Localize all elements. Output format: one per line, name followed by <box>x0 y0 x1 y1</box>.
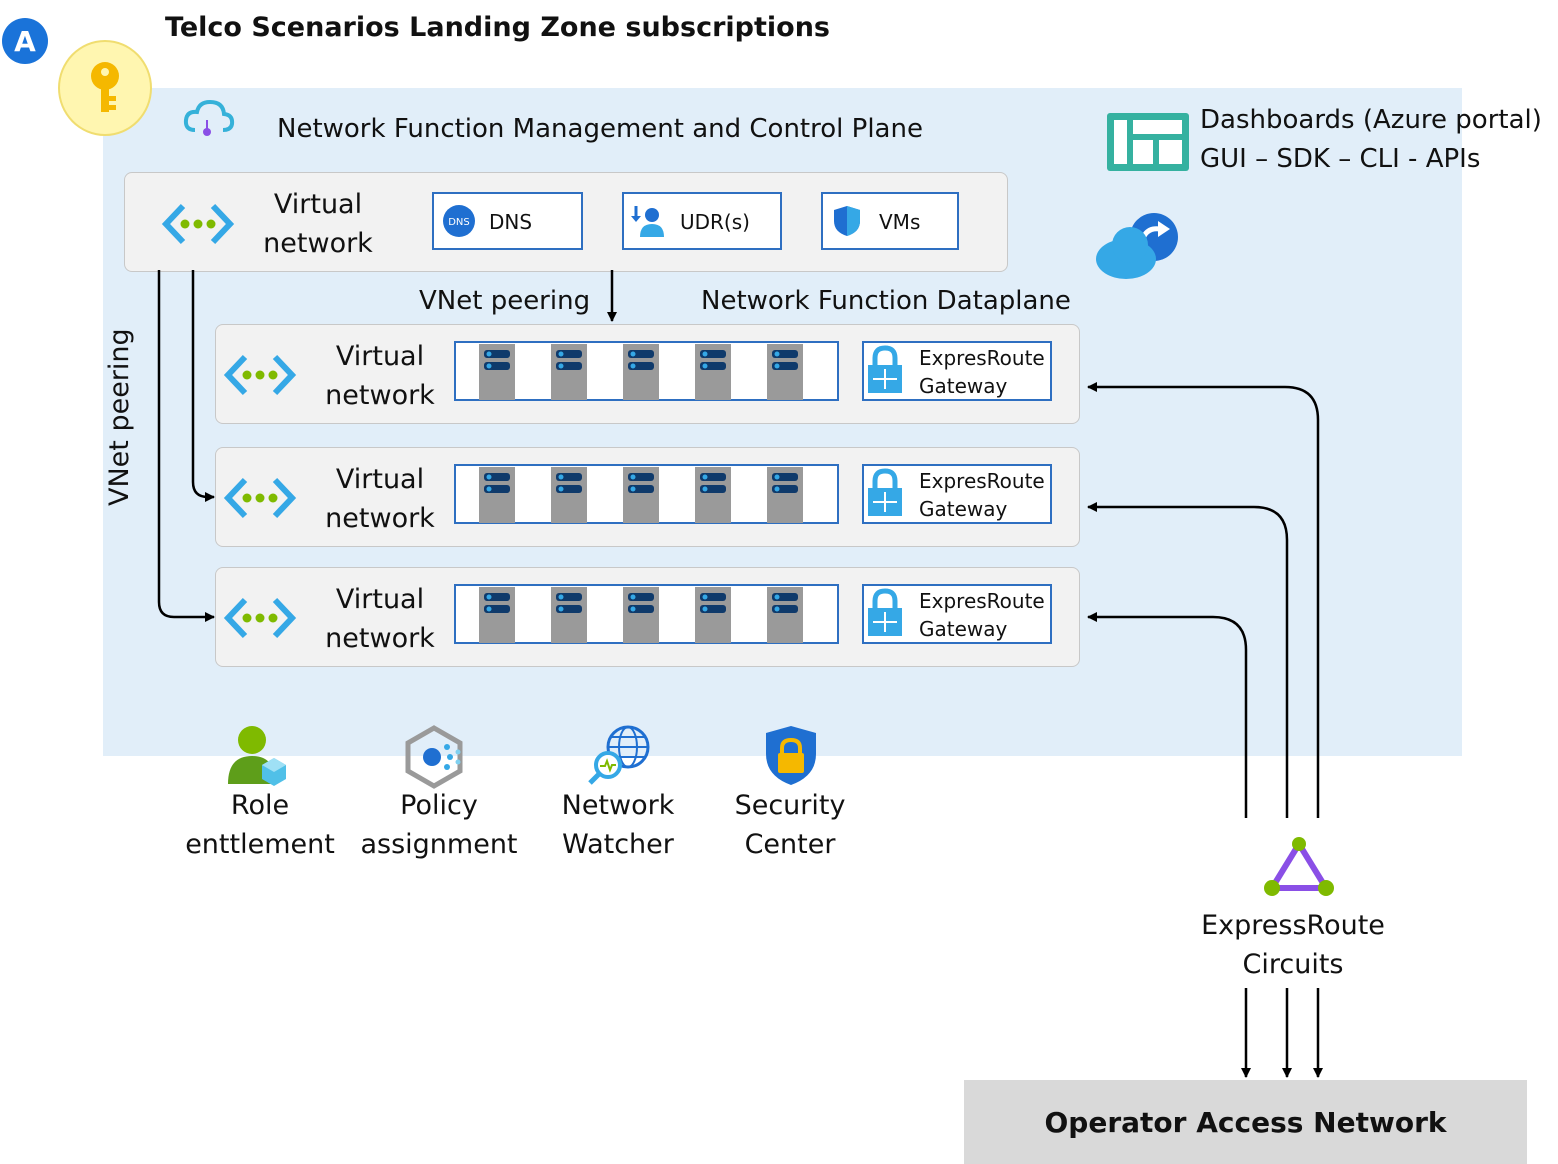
virtual-network-icon <box>223 477 297 519</box>
role-label-line1: Role <box>230 790 290 821</box>
diagram-title: Telco Scenarios Landing Zone subscriptio… <box>165 12 830 43</box>
server-rack-icons <box>479 587 803 643</box>
dashboard-icon <box>1107 113 1189 171</box>
gateway-lock-icon <box>868 588 902 636</box>
vnet-label-line2: network <box>263 228 373 259</box>
circuit-arrow-row3 <box>1087 612 1248 818</box>
server-rack-icons <box>479 344 803 400</box>
server-icon <box>695 467 731 523</box>
expressroute-circuit-icon <box>1264 837 1334 896</box>
role-icon <box>228 726 286 786</box>
vnet-label-line1: Virtual <box>273 189 363 220</box>
vnet-label-line1: Virtual <box>335 464 425 495</box>
gateway-label-line2: Gateway <box>919 374 1008 398</box>
server-icon <box>695 587 731 643</box>
control-plane-vnet-label: Virtual network <box>258 185 378 263</box>
network-watcher-label: Network Watcher <box>538 786 698 864</box>
gateway-label: ExpresRoute Gateway <box>919 467 1045 523</box>
vnet-label-line2: network <box>325 503 435 534</box>
dataplane-vnet-label: Virtual network <box>320 580 440 658</box>
peering-arrow-row2 <box>191 270 215 502</box>
server-icon <box>767 467 803 523</box>
expressroute-label-line1: ExpressRoute <box>1201 910 1385 941</box>
vm-shield-icon <box>834 206 860 236</box>
vnet-label-line1: Virtual <box>335 341 425 372</box>
role-label-line2: enttlement <box>185 829 335 860</box>
key-icon <box>91 62 119 112</box>
operator-access-network: Operator Access Network <box>964 1080 1527 1164</box>
server-icon <box>623 344 659 400</box>
security-center-icon <box>766 726 816 785</box>
gateway-label-line1: ExpresRoute <box>919 469 1045 493</box>
security-center-label-line2: Center <box>744 829 836 860</box>
gateway-label-line1: ExpresRoute <box>919 346 1045 370</box>
section-badge: A <box>2 18 48 64</box>
server-icon <box>551 344 587 400</box>
dashboards-line2: GUI – SDK – CLI - APIs <box>1200 144 1481 174</box>
expressroute-label-line2: Circuits <box>1242 949 1344 980</box>
expressroute-circuits-label: ExpressRoute Circuits <box>1193 906 1393 984</box>
server-rack-icons <box>479 467 803 523</box>
key-icon-container <box>58 40 152 136</box>
server-icon <box>551 467 587 523</box>
network-watcher-label-line2: Watcher <box>562 829 674 860</box>
operator-access-network-label: Operator Access Network <box>1044 1105 1447 1139</box>
server-icon <box>479 467 515 523</box>
network-watcher-icon <box>588 725 650 785</box>
vnet-label-line2: network <box>325 623 435 654</box>
server-icon <box>767 587 803 643</box>
gateway-lock-icon <box>868 345 902 393</box>
vnet-peering-label-top: VNet peering <box>419 286 591 316</box>
security-center-label-line1: Security <box>734 790 846 821</box>
gateway-lock-icon <box>868 468 902 516</box>
gateway-label: ExpresRoute Gateway <box>919 344 1045 400</box>
server-icon <box>479 344 515 400</box>
network-watcher-label-line1: Network <box>561 790 675 821</box>
server-icon <box>623 587 659 643</box>
peering-arrow-row3 <box>157 270 215 622</box>
policy-label: Policy assignment <box>359 786 519 864</box>
dns-icon: DNS <box>443 205 475 237</box>
dataplane-vnet-label: Virtual network <box>320 337 440 415</box>
virtual-network-icon <box>223 597 297 639</box>
dataplane-heading: Network Function Dataplane <box>701 286 1071 316</box>
dns-label: DNS <box>489 210 533 234</box>
policy-label-line2: assignment <box>360 829 518 860</box>
vnet-label-line2: network <box>325 380 435 411</box>
security-center-label: Security Center <box>710 786 870 864</box>
gateway-label-line2: Gateway <box>919 497 1008 521</box>
dns-icon-text: DNS <box>448 217 470 228</box>
udr-icon <box>631 206 664 237</box>
gateway-label-line2: Gateway <box>919 617 1008 641</box>
cloud-network-icon <box>183 99 235 136</box>
gateway-label: ExpresRoute Gateway <box>919 587 1045 643</box>
role-label: Role enttlement <box>180 786 340 864</box>
virtual-network-icon <box>161 203 235 245</box>
circuit-arrow-row1 <box>1087 382 1320 818</box>
dashboards-line1: Dashboards (Azure portal) <box>1200 105 1542 135</box>
gateway-label-line1: ExpresRoute <box>919 589 1045 613</box>
udr-label: UDR(s) <box>680 210 750 234</box>
server-icon <box>695 344 731 400</box>
server-icon <box>551 587 587 643</box>
server-icon <box>623 467 659 523</box>
dataplane-vnet-label: Virtual network <box>320 460 440 538</box>
policy-icon <box>405 725 463 789</box>
virtual-network-icon <box>223 354 297 396</box>
vms-label: VMs <box>879 210 921 234</box>
policy-label-line1: Policy <box>400 790 478 821</box>
cloud-sync-icon <box>1096 213 1178 279</box>
vnet-label-line1: Virtual <box>335 584 425 615</box>
circuit-arrow-row2 <box>1087 502 1289 818</box>
server-icon <box>479 587 515 643</box>
server-icon <box>767 344 803 400</box>
control-plane-heading: Network Function Management and Control … <box>277 114 923 144</box>
